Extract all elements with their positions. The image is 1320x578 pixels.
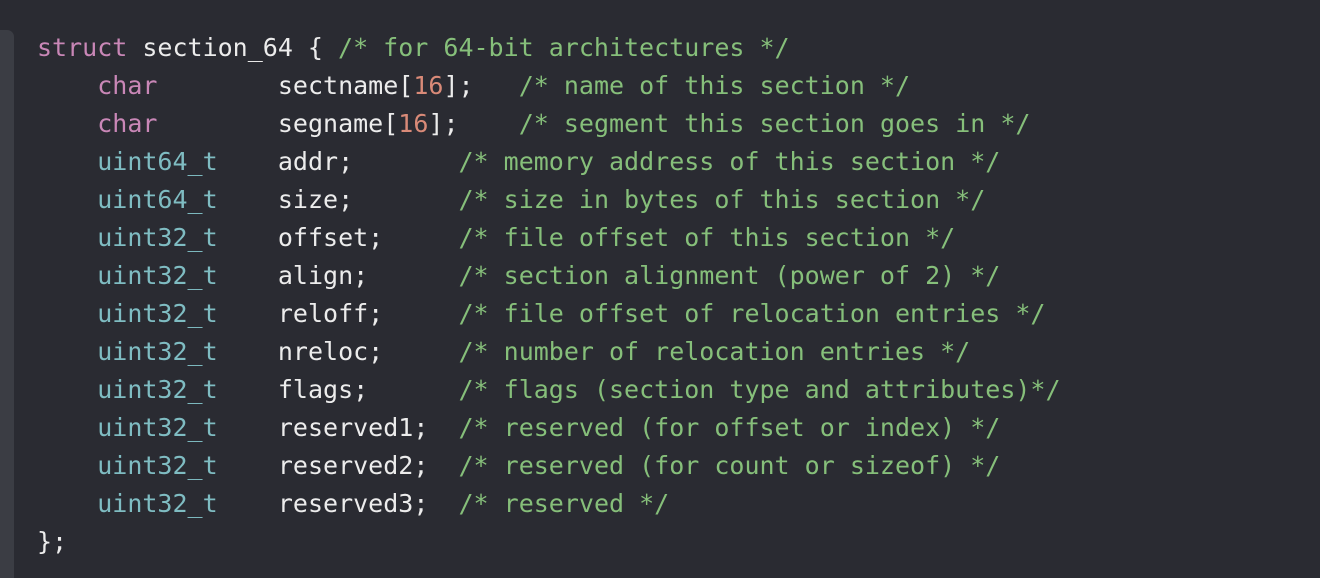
field-name: reserved1; bbox=[277, 413, 429, 442]
field-line: uint64_t addr; /* memory address of this… bbox=[37, 143, 1061, 181]
field-type: char bbox=[97, 109, 158, 138]
field-comment: /* reserved (for offset or index) */ bbox=[458, 413, 1001, 442]
field-line: uint32_t align; /* section alignment (po… bbox=[37, 257, 1061, 295]
field-comment: /* memory address of this section */ bbox=[458, 147, 1001, 176]
field-name: segname[ bbox=[277, 109, 399, 138]
field-comment: /* number of relocation entries */ bbox=[458, 337, 971, 366]
field-name: reserved2; bbox=[277, 451, 429, 480]
field-type: uint32_t bbox=[97, 299, 218, 328]
field-line: uint32_t reserved2; /* reserved (for cou… bbox=[37, 447, 1061, 485]
field-name: sectname[ bbox=[277, 71, 414, 100]
field-name: reloff; bbox=[277, 299, 384, 328]
field-close: ]; bbox=[443, 71, 474, 100]
field-type: uint32_t bbox=[97, 337, 218, 366]
field-line: uint32_t flags; /* flags (section type a… bbox=[37, 371, 1061, 409]
field-name: nreloc; bbox=[277, 337, 384, 366]
field-name: addr; bbox=[277, 147, 354, 176]
array-size: 16 bbox=[413, 71, 444, 100]
field-type: uint64_t bbox=[97, 185, 218, 214]
field-name: size; bbox=[277, 185, 354, 214]
field-type: uint32_t bbox=[97, 261, 218, 290]
editor-gutter bbox=[0, 30, 14, 578]
field-name: offset; bbox=[277, 223, 384, 252]
code-block: struct section_64 { /* for 64-bit archit… bbox=[37, 29, 1061, 561]
field-name: flags; bbox=[277, 375, 369, 404]
field-line: char sectname[16]; /* name of this secti… bbox=[37, 67, 1061, 105]
field-type: uint32_t bbox=[97, 223, 218, 252]
array-size: 16 bbox=[398, 109, 429, 138]
field-type: uint32_t bbox=[97, 489, 218, 518]
field-line: uint32_t reloff; /* file offset of reloc… bbox=[37, 295, 1061, 333]
field-comment: /* file offset of this section */ bbox=[458, 223, 956, 252]
field-comment: /* file offset of relocation entries */ bbox=[458, 299, 1046, 328]
field-name: reserved3; bbox=[277, 489, 429, 518]
field-type: uint32_t bbox=[97, 413, 218, 442]
struct-footer-line: }; bbox=[37, 523, 1061, 561]
field-line: uint32_t offset; /* file offset of this … bbox=[37, 219, 1061, 257]
field-comment: /* name of this section */ bbox=[518, 71, 911, 100]
field-line: uint64_t size; /* size in bytes of this … bbox=[37, 181, 1061, 219]
field-comment: /* reserved (for count or sizeof) */ bbox=[458, 451, 1001, 480]
field-line: uint32_t nreloc; /* number of relocation… bbox=[37, 333, 1061, 371]
field-comment: /* segment this section goes in */ bbox=[518, 109, 1031, 138]
struct-name: section_64 { bbox=[127, 33, 339, 62]
field-line: uint32_t reserved3; /* reserved */ bbox=[37, 485, 1061, 523]
field-comment: /* flags (section type and attributes)*/ bbox=[458, 375, 1061, 404]
field-line: char segname[16]; /* segment this sectio… bbox=[37, 105, 1061, 143]
field-type: uint32_t bbox=[97, 375, 218, 404]
field-close: ]; bbox=[428, 109, 459, 138]
field-comment: /* reserved */ bbox=[458, 489, 670, 518]
field-comment: /* size in bytes of this section */ bbox=[458, 185, 986, 214]
field-name: align; bbox=[277, 261, 369, 290]
field-type: uint32_t bbox=[97, 451, 218, 480]
field-line: uint32_t reserved1; /* reserved (for off… bbox=[37, 409, 1061, 447]
field-type: char bbox=[97, 71, 158, 100]
struct-header-line: struct section_64 { /* for 64-bit archit… bbox=[37, 29, 1061, 67]
field-comment: /* section alignment (power of 2) */ bbox=[458, 261, 1001, 290]
struct-close: }; bbox=[37, 527, 68, 556]
field-type: uint64_t bbox=[97, 147, 218, 176]
struct-comment: /* for 64-bit architectures */ bbox=[338, 33, 790, 62]
struct-keyword: struct bbox=[37, 33, 128, 62]
